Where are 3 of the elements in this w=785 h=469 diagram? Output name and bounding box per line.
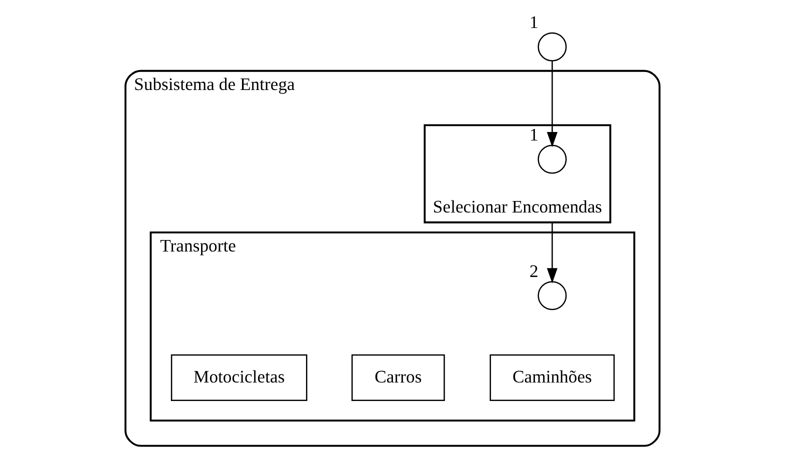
node-label: 1	[529, 12, 538, 32]
node-label: 1	[529, 124, 538, 144]
node-label: 2	[529, 260, 538, 280]
